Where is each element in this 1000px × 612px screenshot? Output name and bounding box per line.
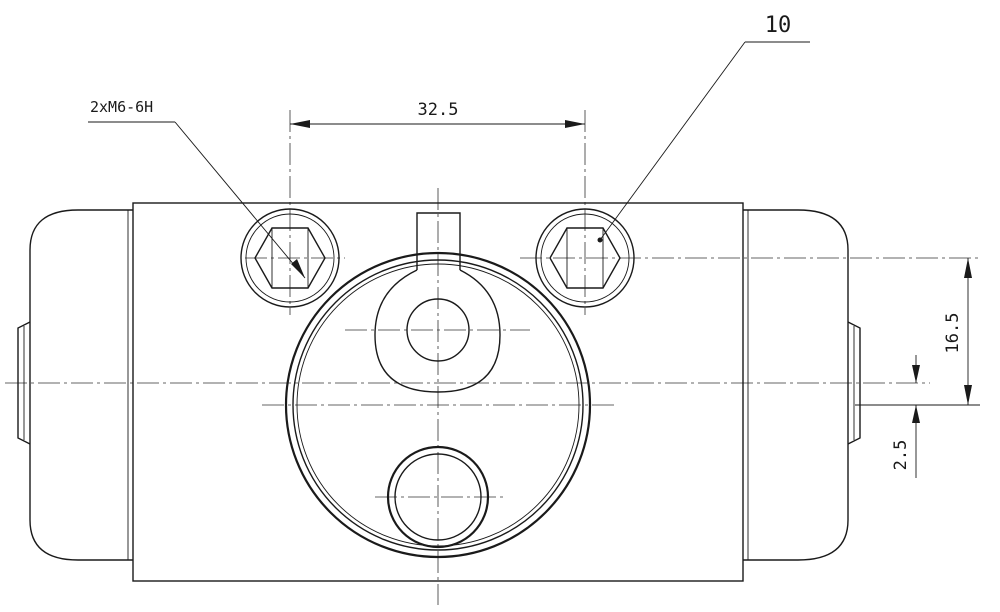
part-number-leader xyxy=(597,41,810,243)
body-outline xyxy=(132,202,744,582)
thread-callout-label: 2xM6-6H xyxy=(90,98,153,116)
dimension-offset-large xyxy=(855,258,980,406)
cylinder-body xyxy=(132,202,744,582)
dimension-offset-large-label: 16.5 xyxy=(943,313,963,354)
left-dust-boot xyxy=(17,209,133,561)
dimension-offset-small xyxy=(912,355,920,478)
thread-callout-leader xyxy=(88,121,306,279)
dimension-offset-small-label: 2.5 xyxy=(891,440,911,471)
dimension-bolt-spacing-label: 32.5 xyxy=(418,100,459,120)
bleeder-boss xyxy=(374,212,501,393)
dimension-bolt-spacing xyxy=(290,120,585,128)
cylinder-bore xyxy=(284,251,592,559)
center-lines xyxy=(5,110,980,605)
inlet-port xyxy=(386,445,490,549)
right-dust-boot xyxy=(743,209,861,561)
right-mounting-bolt xyxy=(535,208,635,308)
part-number-label: 10 xyxy=(765,13,792,38)
left-mounting-bolt xyxy=(240,208,340,308)
